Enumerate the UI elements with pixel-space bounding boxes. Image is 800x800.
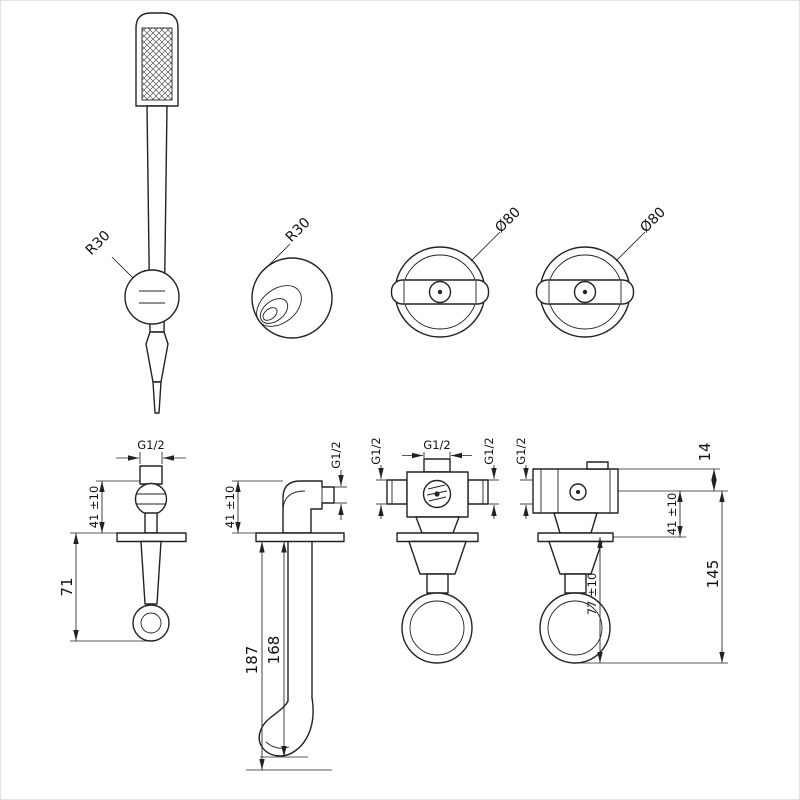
handle-outer [401, 592, 473, 664]
elbow-inner-arc [282, 490, 306, 512]
spout-nozzle-mid [259, 298, 289, 324]
holder-thread-stub [139, 465, 163, 485]
cartridge-hatch [427, 484, 446, 490]
wall-flange [396, 532, 479, 543]
valve-side-view-right: G1/2 14 41 ±10 145 77 ±10 [514, 437, 728, 664]
thread-left-dimension: G1/2 [514, 437, 533, 519]
top-port-stub [423, 458, 451, 473]
holder-ring [124, 269, 180, 325]
valve-right-height-label: 145 [704, 560, 722, 589]
leader-line [111, 256, 134, 279]
handshower-front-view: R30 [83, 12, 180, 414]
valve-right-depth-label: 41 ±10 [665, 493, 679, 536]
wall-flange [537, 532, 614, 543]
hose-tube [152, 381, 162, 414]
spout-total-length-label: 187 [243, 646, 261, 675]
right-port [467, 479, 489, 505]
holder-neck [144, 512, 158, 534]
handle-stem [564, 573, 587, 594]
spout-nozzle-opening [262, 307, 278, 321]
thread-left-dimension: G1/2 [369, 437, 387, 519]
valve-left-thread-left-label: G1/2 [369, 437, 383, 464]
height-dimension: 71 [58, 533, 151, 642]
outlet-detail-arc [265, 741, 290, 749]
valve-left-thread-right-label: G1/2 [482, 437, 496, 464]
handle-stem [426, 573, 449, 594]
spout-side-view: G1/2 41 ±10 187 168 [223, 441, 347, 771]
holder-side-view: G1/2 41 ±10 71 [58, 438, 187, 642]
holder-thread-label: G1/2 [137, 438, 164, 452]
wall-flange [255, 532, 345, 543]
cartridge-center-dot [434, 491, 440, 497]
spout-outlet-length-label: 168 [265, 636, 283, 665]
spout-depth-label: 41 ±10 [223, 486, 237, 529]
valve-right-thread-left-label: G1/2 [514, 437, 528, 464]
leader-line [470, 231, 501, 262]
spray-plate [141, 27, 173, 101]
escutcheon-bell [408, 540, 467, 575]
holder-height-label: 71 [58, 577, 76, 596]
handle-outer [539, 592, 611, 664]
screw-center-dot [437, 289, 443, 295]
wall-flange [116, 532, 187, 543]
thread-dimension: G1/2 [329, 441, 347, 520]
escutcheon-bell [548, 540, 603, 575]
bonnet [415, 516, 460, 534]
screw-center-dot [582, 289, 588, 295]
handle-inner [409, 600, 465, 656]
cartridge-hatch [428, 496, 447, 502]
holder-depth-label: 41 ±10 [87, 486, 101, 529]
bonnet [553, 512, 598, 534]
valve-side-view-left: G1/2 G1/2 G1/2 [369, 437, 499, 664]
spout-elbow [282, 480, 335, 534]
spout-escutcheon [251, 257, 333, 339]
thread-right-dimension: G1/2 [482, 437, 499, 519]
spout-nozzle-outer [256, 285, 302, 327]
total-length-dimension: 187 [243, 541, 332, 771]
leader-line [615, 231, 646, 262]
spout-thread-label: G1/2 [329, 441, 343, 468]
right-dimension-chain: 14 41 ±10 145 77 ±10 [572, 442, 728, 664]
holder-pivot [134, 482, 168, 516]
depth-dimension: 41 ±10 [223, 480, 283, 534]
left-port [386, 479, 408, 505]
depth-dimension: 41 ±10 [70, 480, 140, 534]
holder-hook-inner [140, 612, 162, 634]
outlet-length-dimension: 168 [260, 541, 308, 758]
holder-body [140, 540, 162, 605]
valve-left-thread-top-label: G1/2 [423, 438, 450, 452]
leader-line [263, 243, 291, 271]
body-top-step [586, 461, 609, 470]
cartridge-center-dot [576, 490, 580, 494]
valve-right-top-offset-label: 14 [696, 442, 714, 461]
holder-hook-outer [132, 604, 170, 642]
valve-right-handle-depth-label: 77 ±10 [585, 573, 599, 616]
